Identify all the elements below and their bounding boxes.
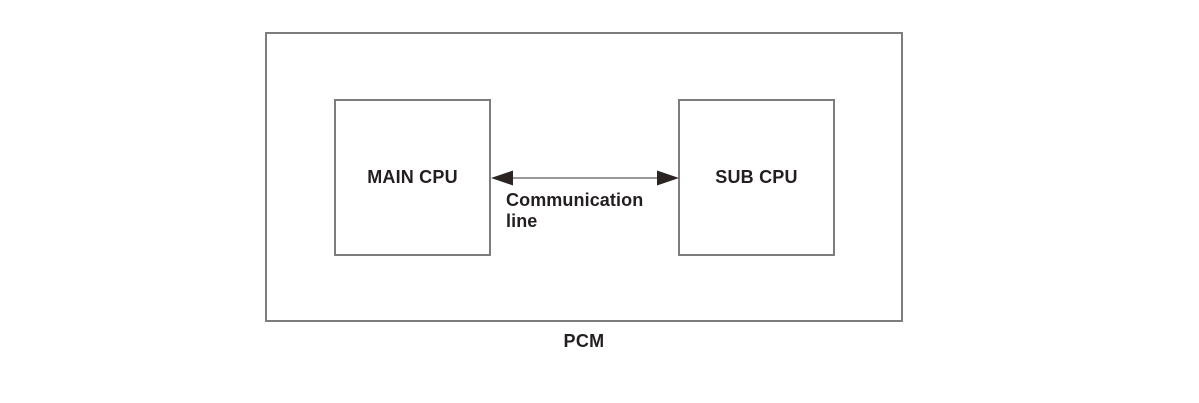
communication-line-label-line2: line — [506, 211, 538, 231]
main-cpu-label: MAIN CPU — [367, 167, 458, 187]
sub-cpu-box: SUB CPU — [678, 99, 835, 256]
communication-line-label-line1: Communication — [506, 190, 644, 210]
communication-double-arrow-icon — [491, 170, 679, 186]
pcm-label: PCM — [563, 331, 605, 351]
arrow-head-left-icon — [491, 170, 513, 186]
arrow-head-right-icon — [657, 170, 679, 186]
sub-cpu-label: SUB CPU — [715, 167, 798, 187]
main-cpu-box: MAIN CPU — [334, 99, 491, 256]
communication-line-label: Communication line — [506, 190, 643, 232]
